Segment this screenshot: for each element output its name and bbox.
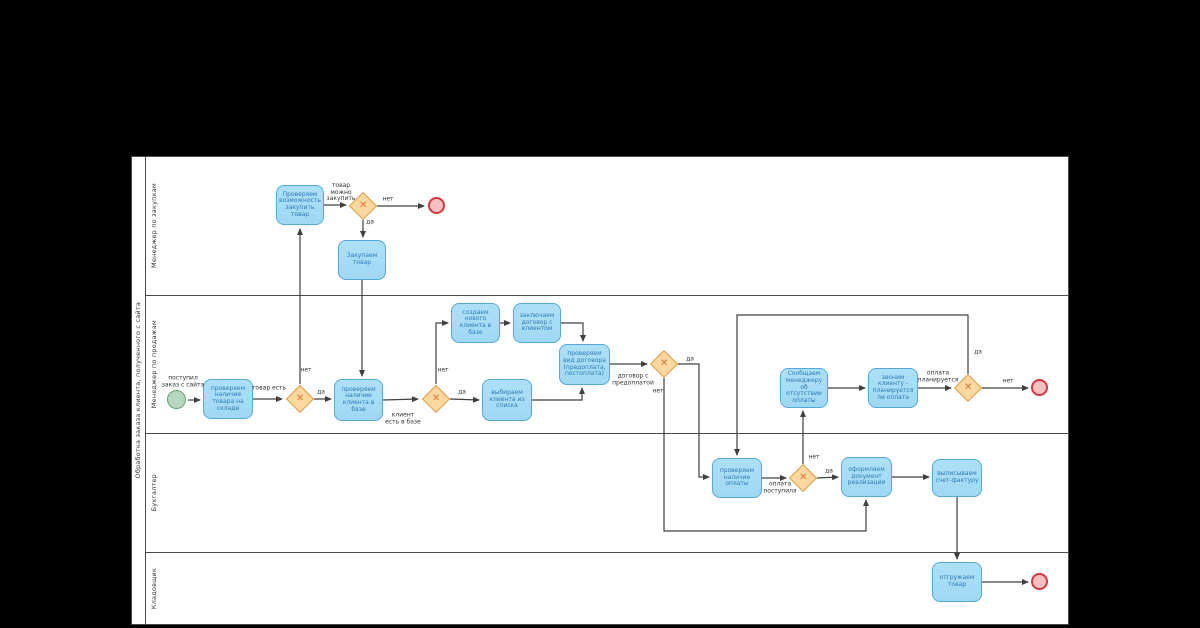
end-event-shipped[interactable] bbox=[1031, 573, 1048, 590]
edge-label-client-in-base: клиент есть в базе bbox=[385, 411, 421, 425]
task-issue-invoice[interactable]: выписываем счет-фактуру bbox=[932, 459, 982, 497]
x-gateway-icon: ✕ bbox=[358, 199, 368, 211]
x-gateway-icon: ✕ bbox=[963, 381, 973, 393]
task-check-client-in-base[interactable]: проверяем наличие клиента в базе bbox=[334, 379, 383, 421]
edge-label-no: нет bbox=[382, 195, 394, 203]
edge-label-yes: да bbox=[317, 388, 325, 396]
task-notify-manager[interactable]: Сообщаем менеджеру об отсутствии оплаты bbox=[780, 368, 828, 408]
edge-label-in-stock: товар есть bbox=[251, 384, 287, 392]
task-conclude-contract[interactable]: заключаем договор с клиентом bbox=[513, 303, 561, 343]
edge-label-no: нет bbox=[300, 366, 312, 374]
end-event-no-purchase[interactable] bbox=[428, 197, 445, 214]
task-purchase-goods[interactable]: Закупаем товар bbox=[338, 240, 386, 280]
task-create-client[interactable]: создаем нового клиента в базе bbox=[451, 303, 500, 343]
lane-label-sales-manager: Менеджер по продажам bbox=[149, 319, 158, 409]
edge-label-yes: да bbox=[458, 388, 466, 396]
lane-divider bbox=[146, 552, 1069, 553]
lane-label-warehouse-keeper: Кладовщик bbox=[149, 567, 158, 610]
x-gateway-icon: ✕ bbox=[798, 471, 808, 483]
x-gateway-icon: ✕ bbox=[295, 392, 305, 404]
lane-label-accountant: Бухгалтер bbox=[149, 473, 158, 512]
edge-label-no: нет bbox=[652, 387, 664, 395]
edge-label-yes: да bbox=[825, 467, 833, 475]
edge-label-payment-received: оплата поступила bbox=[763, 480, 797, 494]
task-ship-goods[interactable]: отгружаем товар bbox=[932, 562, 982, 602]
x-gateway-icon: ✕ bbox=[431, 392, 441, 404]
task-sales-document[interactable]: оформляем документ реализации bbox=[841, 457, 892, 497]
edge-label-yes: да bbox=[366, 218, 374, 226]
task-select-client[interactable]: выбираем клиента из списка bbox=[482, 379, 532, 421]
edge-label-no: нет bbox=[808, 453, 820, 461]
edge-label-payment-planned: оплата планируется bbox=[917, 369, 959, 383]
end-event-no-payment[interactable] bbox=[1031, 379, 1048, 396]
pool-title-band: Обработка заказа клиента, полученного с … bbox=[131, 156, 146, 625]
start-event-label: поступил заказ с сайта bbox=[161, 374, 205, 388]
task-call-client[interactable]: звоним клиенту - планируется ли оплата bbox=[868, 368, 918, 408]
start-event[interactable] bbox=[167, 390, 186, 409]
edge-label-no: нет bbox=[437, 366, 449, 374]
edge-label-prepaid-contract: договор с предоплатой bbox=[612, 372, 654, 386]
task-check-purchase-possibility[interactable]: Проверяем возможность закупить товар bbox=[276, 185, 324, 225]
lane-label-purchasing-manager: Менеджер по закупкам bbox=[149, 183, 158, 268]
edge-label-yes: да bbox=[974, 348, 982, 356]
edge-label-can-purchase: товар можно закупить bbox=[326, 182, 356, 203]
task-check-stock[interactable]: проверяем наличие товара на складе bbox=[203, 379, 253, 419]
lane-divider bbox=[146, 433, 1069, 434]
lane-divider bbox=[146, 295, 1069, 296]
edge-label-no: нет bbox=[1002, 377, 1014, 385]
pool-title: Обработка заказа клиента, полученного с … bbox=[134, 302, 142, 479]
task-check-payment[interactable]: проверяем наличие оплаты bbox=[712, 458, 762, 498]
x-gateway-icon: ✕ bbox=[659, 357, 669, 369]
task-check-contract-type[interactable]: проверяем вид договора (предоплата, пост… bbox=[559, 344, 610, 385]
edge-label-yes: да bbox=[686, 355, 694, 363]
